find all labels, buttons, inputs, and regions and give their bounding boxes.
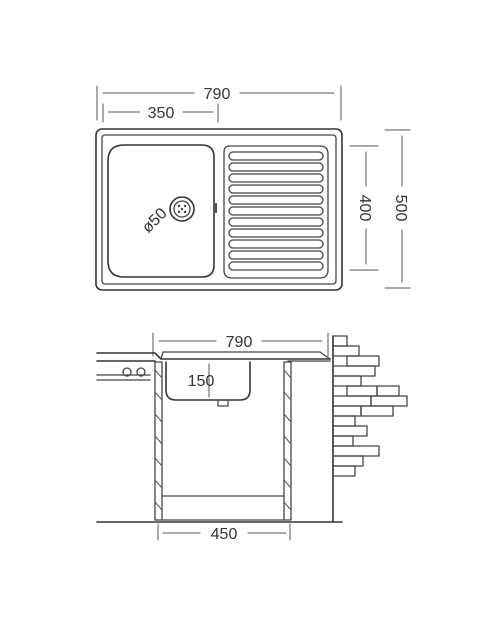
dim-overall-depth: 500 [384, 129, 411, 289]
side-bowl [165, 361, 251, 401]
cabinet-bottom [161, 495, 285, 521]
drain-diameter-label: ø50 [139, 205, 171, 237]
countertop [96, 351, 331, 362]
side-drain-icon [217, 399, 229, 407]
dim-inner-depth: 400 [349, 145, 379, 271]
brick-wall [332, 335, 408, 523]
dim-cabinet-width: 450 [157, 523, 291, 543]
dim-overall-width-side: 790 [152, 332, 329, 357]
drawer-handle [96, 367, 151, 381]
sink-rim [101, 134, 337, 285]
bowl-width-label: 350 [148, 105, 175, 122]
overall-width-label: 790 [204, 86, 231, 103]
overflow-icon [214, 203, 217, 213]
dim-bowl-depth: 150 [188, 363, 215, 398]
bowl-depth-label: 150 [188, 373, 215, 390]
side-view: 790 150 [96, 332, 408, 543]
dim-bowl-width: 350 [102, 103, 219, 123]
drain-icon [169, 196, 195, 222]
dim-overall-width-top: 790 [96, 85, 342, 121]
sink-bowl [107, 144, 215, 278]
top-view: 790 350 ø50 [95, 85, 411, 291]
side-overall-width-label: 790 [226, 334, 253, 351]
inner-depth-label: 400 [356, 195, 373, 222]
cabinet-width-label: 450 [211, 526, 238, 543]
cabinet-left-panel [154, 361, 163, 521]
cabinet-right-panel [283, 361, 292, 521]
drainboard [223, 145, 329, 279]
overall-depth-label: 500 [392, 195, 409, 222]
sink-outline [95, 128, 343, 291]
